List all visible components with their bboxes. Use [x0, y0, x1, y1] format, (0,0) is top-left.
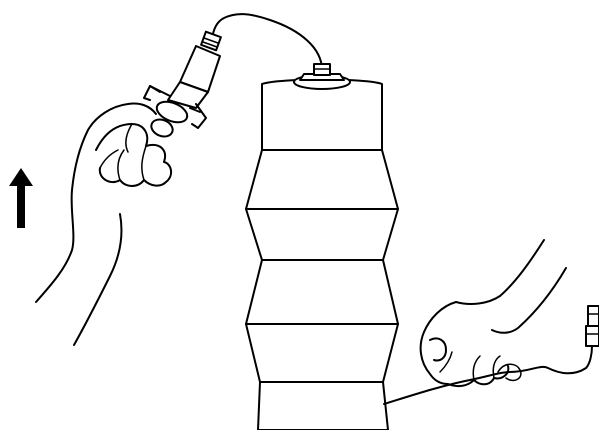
left-hand: [36, 103, 171, 345]
shade-top-fitting: [294, 64, 350, 89]
plug: [586, 306, 599, 346]
lamp-shade: [246, 80, 398, 430]
bulb-socket: [144, 32, 221, 140]
right-hand: [421, 240, 566, 386]
cord: [384, 346, 592, 404]
arrow-up-icon: [9, 168, 33, 228]
power-cable: [212, 14, 322, 70]
